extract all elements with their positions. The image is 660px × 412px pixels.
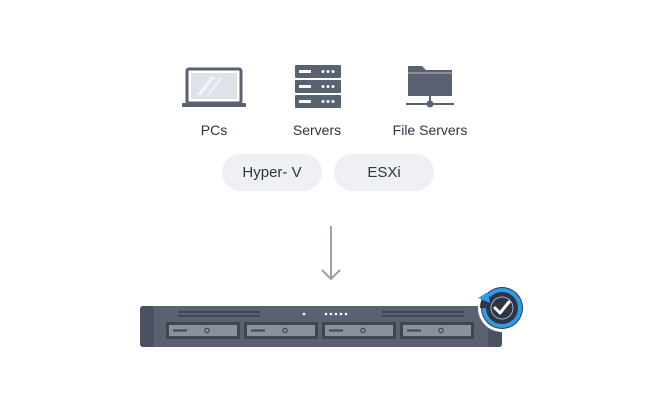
- hypervisor-hyper-v: Hyper- V: [222, 154, 322, 191]
- source-label-pcs: PCs: [200, 122, 228, 138]
- backup-check-icon: [478, 284, 526, 332]
- hypervisor-esxi: ESXi: [334, 154, 434, 191]
- drive-bay: [400, 322, 474, 339]
- arrow-down-icon: [321, 226, 341, 281]
- drive-bay: [166, 322, 240, 339]
- network-folder-icon: [406, 66, 454, 108]
- laptop-icon: [182, 67, 246, 107]
- source-pcs: PCs: [159, 62, 269, 138]
- source-file-servers: File Servers: [375, 62, 485, 138]
- drive-bay: [322, 322, 396, 339]
- source-label-servers: Servers: [292, 122, 342, 138]
- source-servers: Servers: [262, 62, 372, 138]
- drive-bay: [244, 322, 318, 339]
- server-rack-icon: [295, 65, 341, 108]
- source-label-file-servers: File Servers: [392, 122, 468, 138]
- rackmount-nas-icon: [140, 284, 526, 347]
